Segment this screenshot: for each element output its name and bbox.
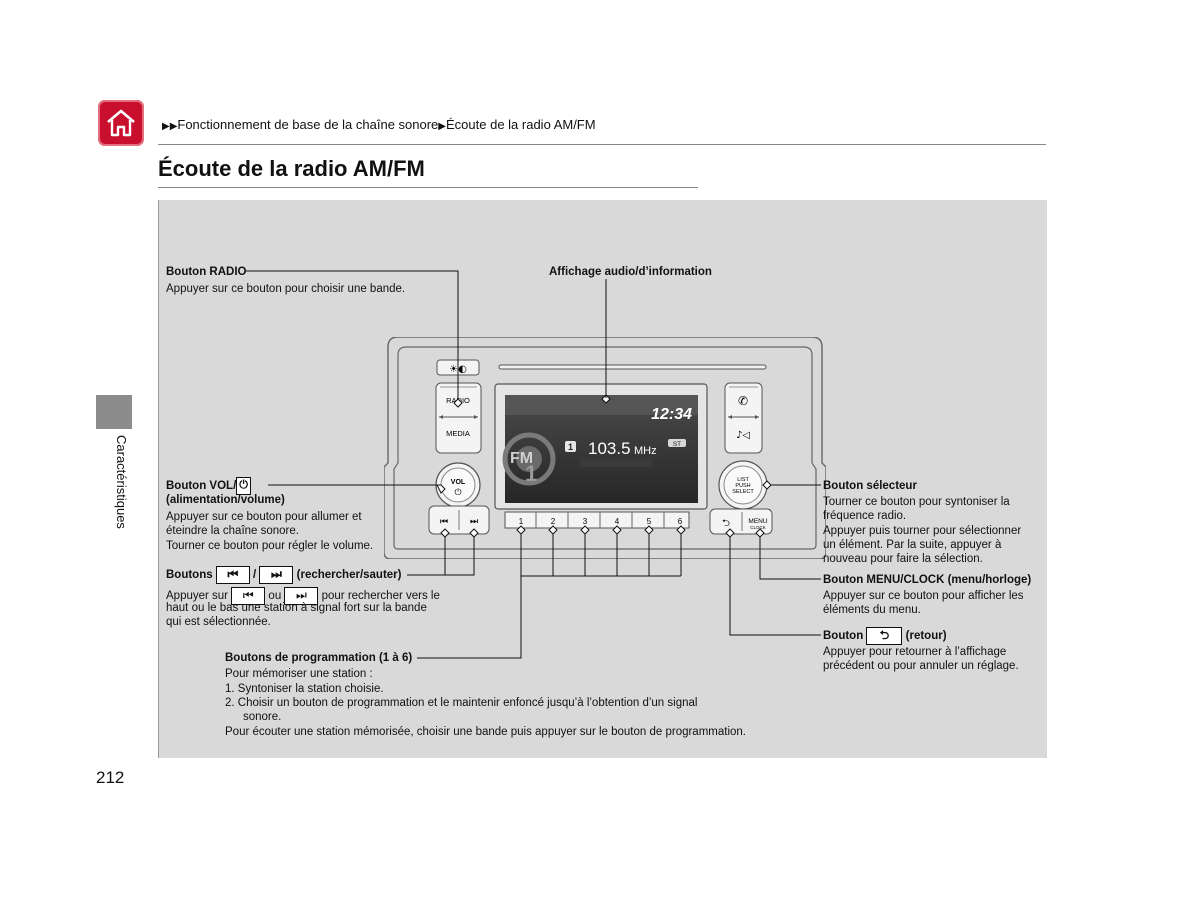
selector-callout-title: Bouton sélecteur bbox=[823, 480, 917, 492]
home-button[interactable] bbox=[98, 100, 144, 146]
breadcrumb-item[interactable]: Écoute de la radio AM/FM bbox=[446, 117, 596, 132]
menu-button-label: CLOCK bbox=[750, 525, 766, 530]
preset-label: 5 bbox=[647, 517, 652, 526]
breadcrumb: ▶▶Fonctionnement de base de la chaîne so… bbox=[162, 117, 596, 132]
selector-callout-desc: nouveau pour faire la sélection. bbox=[823, 553, 983, 565]
display-unit: MHz bbox=[634, 445, 657, 457]
seek-callout-desc: Appuyer sur ⏮ ou ⏭ pour rechercher vers … bbox=[166, 587, 440, 605]
display-clock: 12:34 bbox=[651, 406, 692, 423]
back-callout-desc: Appuyer pour retourner à l’affichage bbox=[823, 646, 1007, 658]
section-tab[interactable] bbox=[96, 395, 132, 429]
preset-label: 6 bbox=[678, 517, 683, 526]
seek-down-icon: ⏮ bbox=[440, 517, 448, 527]
breadcrumb-item[interactable]: Fonctionnement de base de la chaîne sono… bbox=[177, 117, 439, 132]
vol-callout-desc: Appuyer sur ce bouton pour allumer et bbox=[166, 511, 362, 523]
phone-icon: ✆ bbox=[738, 394, 748, 408]
back-callout-desc: précédent ou pour annuler un réglage. bbox=[823, 660, 1019, 672]
seek-up-icon: ⏭ bbox=[259, 566, 294, 584]
home-icon bbox=[107, 109, 135, 137]
breadcrumb-arrow-icon: ▶ bbox=[438, 121, 446, 132]
breadcrumb-arrow-icon: ▶▶ bbox=[162, 121, 178, 132]
selector-callout-desc: Tourner ce bouton pour syntoniser la bbox=[823, 496, 1010, 508]
preset-label: 2 bbox=[551, 517, 556, 526]
presets-step: 2. Choisir un bouton de programmation et… bbox=[225, 697, 698, 709]
seek-up-icon: ⏭ bbox=[284, 587, 319, 605]
header-divider bbox=[158, 144, 1046, 145]
display-stereo: ST bbox=[673, 441, 681, 448]
presets-callout-outro: Pour écouter une station mémorisée, choi… bbox=[225, 726, 746, 738]
vol-callout-desc: éteindre la chaîne sonore. bbox=[166, 525, 299, 537]
vol-callout-subtitle: (alimentation/volume) bbox=[166, 494, 285, 506]
preset-label: 4 bbox=[615, 517, 620, 526]
selector-callout-desc: Appuyer puis tourner pour sélectionner bbox=[823, 525, 1022, 537]
display-callout-title: Affichage audio/d’information bbox=[549, 266, 712, 278]
back-callout-title: Bouton ⮌ (retour) bbox=[823, 627, 947, 645]
display-band: FM bbox=[510, 450, 533, 467]
seek-callout-desc: haut ou le bas une station à signal fort… bbox=[166, 602, 427, 614]
title-divider bbox=[158, 187, 698, 188]
seek-callout-desc: qui est sélectionnée. bbox=[166, 616, 271, 628]
voice-icon: ♪◁ bbox=[736, 430, 750, 441]
menu-button-label: MENU bbox=[748, 518, 767, 525]
radio-unit: ☀◐ RADIO MEDIA ✆ ♪◁ 12:34 FM 1 1 103.5 M… bbox=[384, 337, 826, 559]
selector-knob-label: SELECT bbox=[732, 489, 754, 495]
preset-label: 1 bbox=[519, 517, 524, 526]
menu-callout-desc: Appuyer sur ce bouton pour afficher les bbox=[823, 590, 1024, 602]
seek-down-icon: ⏮ bbox=[215, 566, 250, 584]
menu-callout-desc: éléments du menu. bbox=[823, 604, 921, 616]
selector-callout-desc: fréquence radio. bbox=[823, 510, 907, 522]
display-band-sub: 1 bbox=[525, 461, 537, 486]
display-frequency: 103.5 bbox=[588, 439, 631, 458]
power-icon: ⏻ bbox=[236, 477, 251, 495]
back-icon: ⮌ bbox=[722, 518, 730, 529]
display-preset: 1 bbox=[568, 442, 573, 452]
back-icon: ⮌ bbox=[866, 627, 903, 645]
power-icon: ⏻ bbox=[454, 487, 461, 498]
media-button-label: MEDIA bbox=[446, 429, 470, 438]
selector-callout-desc: un élément. Par la suite, appuyer à bbox=[823, 539, 1002, 551]
seek-up-icon: ⏭ bbox=[470, 517, 478, 527]
radio-callout-desc: Appuyer sur ce bouton pour choisir une b… bbox=[166, 283, 406, 295]
vol-callout-desc: Tourner ce bouton pour régler le volume. bbox=[166, 540, 374, 552]
menu-callout-title: Bouton MENU/CLOCK (menu/horloge) bbox=[823, 574, 1032, 586]
preset-buttons: 1 2 3 4 5 6 bbox=[519, 512, 683, 528]
selector-knob-label: PUSH bbox=[735, 483, 750, 489]
preset-label: 3 bbox=[583, 517, 588, 526]
presets-callout-intro: Pour mémoriser une station : bbox=[225, 668, 373, 680]
presets-step: 1. Syntoniser la station choisie. bbox=[225, 683, 384, 695]
page-title: Écoute de la radio AM/FM bbox=[158, 156, 425, 181]
seek-callout-title: Boutons ⏮ / ⏭ (rechercher/sauter) bbox=[166, 566, 401, 584]
seek-down-icon: ⏮ bbox=[231, 587, 266, 605]
selector-knob-label: LIST bbox=[737, 477, 749, 483]
radio-callout-title: Bouton RADIO bbox=[166, 266, 247, 278]
presets-callout-title: Boutons de programmation (1 à 6) bbox=[225, 652, 413, 664]
vol-knob-label: VOL bbox=[451, 479, 466, 486]
presets-step: sonore. bbox=[243, 711, 282, 723]
page-number: 212 bbox=[96, 768, 125, 787]
vol-callout-title: Bouton VOL/⏻ bbox=[166, 477, 251, 495]
